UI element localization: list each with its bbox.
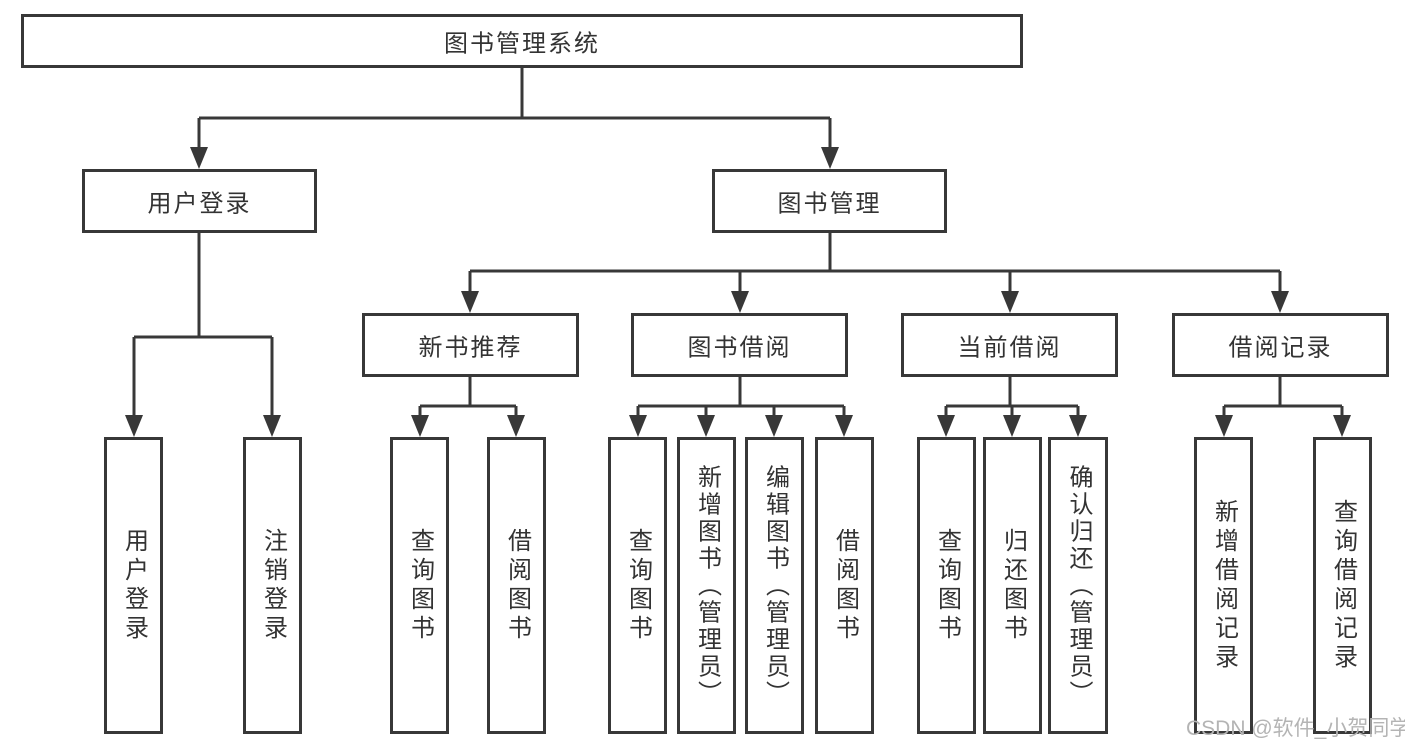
arrowhead-icon [263,415,281,437]
arrowhead-icon [507,415,525,437]
node-borrowing-records-label: 借阅记录 [1228,334,1333,362]
node-leaf-return-book-label: 归还图书 [999,527,1027,644]
arrowhead-icon [190,147,208,169]
node-leaf-query-books-borrowing: 查询图书 [608,437,667,734]
node-leaf-edit-book-admin-label: 编辑图书（管理员） [761,464,789,707]
node-leaf-query-books-borrowing-label: 查询图书 [624,527,652,644]
node-leaf-add-borrow-record-label: 新增借阅记录 [1210,498,1238,673]
connector-path [132,68,1344,417]
node-book-management-label: 图书管理 [777,190,882,218]
node-leaf-query-books-current-label: 查询图书 [933,527,961,644]
node-current-borrowing: 当前借阅 [901,313,1118,377]
node-book-borrowing: 图书借阅 [631,313,848,377]
arrowhead-icon [629,415,647,437]
node-borrowing-records: 借阅记录 [1172,313,1389,377]
node-leaf-confirm-return-admin-label: 确认归还（管理员） [1065,464,1092,707]
node-leaf-logout: 注销登录 [243,437,302,734]
watermark: CSDN @软件_小贺同学 [1186,717,1405,740]
node-leaf-borrow-books-recommend-label: 借阅图书 [503,527,531,644]
node-leaf-borrow-books-borrowing: 借阅图书 [815,437,874,734]
arrowhead-icon [1215,415,1233,437]
node-leaf-add-book-admin: 新增图书（管理员） [677,437,736,734]
node-leaf-confirm-return-admin: 确认归还（管理员） [1048,437,1108,734]
node-user-login-label: 用户登录 [147,190,252,218]
node-leaf-user-login-label: 用户登录 [120,527,148,644]
node-root: 图书管理系统 [21,14,1023,68]
arrowhead-icon [937,415,955,437]
node-root-label: 图书管理系统 [444,30,600,58]
node-leaf-add-borrow-record: 新增借阅记录 [1194,437,1253,734]
node-leaf-query-books-recommend-label: 查询图书 [406,527,434,644]
node-book-management: 图书管理 [712,169,947,233]
node-new-book-recommend-label: 新书推荐 [418,334,523,362]
arrowhead-icon [1069,415,1087,437]
node-leaf-logout-label: 注销登录 [259,527,287,644]
arrowhead-icon [765,415,783,437]
arrowhead-icon [125,415,143,437]
arrowhead-icon [821,147,839,169]
node-new-book-recommend: 新书推荐 [362,313,579,377]
arrowhead-icon [1333,415,1351,437]
arrowheads [125,147,1351,437]
node-leaf-query-books-current: 查询图书 [917,437,976,734]
arrowhead-icon [411,415,429,437]
node-leaf-query-borrow-record: 查询借阅记录 [1313,437,1372,734]
node-book-borrowing-label: 图书借阅 [687,334,792,362]
arrowhead-icon [697,415,715,437]
arrowhead-icon [1003,415,1021,437]
node-user-login: 用户登录 [82,169,317,233]
node-leaf-borrow-books-borrowing-label: 借阅图书 [831,527,859,644]
arrowhead-icon [1001,291,1019,313]
node-leaf-query-books-recommend: 查询图书 [390,437,449,734]
node-leaf-add-book-admin-label: 新增图书（管理员） [693,464,721,707]
arrowhead-icon [835,415,853,437]
node-leaf-return-book: 归还图书 [983,437,1042,734]
arrowhead-icon [731,291,749,313]
node-current-borrowing-label: 当前借阅 [957,334,1062,362]
node-leaf-user-login: 用户登录 [104,437,163,734]
node-leaf-borrow-books-recommend: 借阅图书 [487,437,546,734]
node-leaf-edit-book-admin: 编辑图书（管理员） [745,437,804,734]
node-leaf-query-borrow-record-label: 查询借阅记录 [1329,498,1357,673]
arrowhead-icon [1271,291,1289,313]
arrowhead-icon [461,291,479,313]
